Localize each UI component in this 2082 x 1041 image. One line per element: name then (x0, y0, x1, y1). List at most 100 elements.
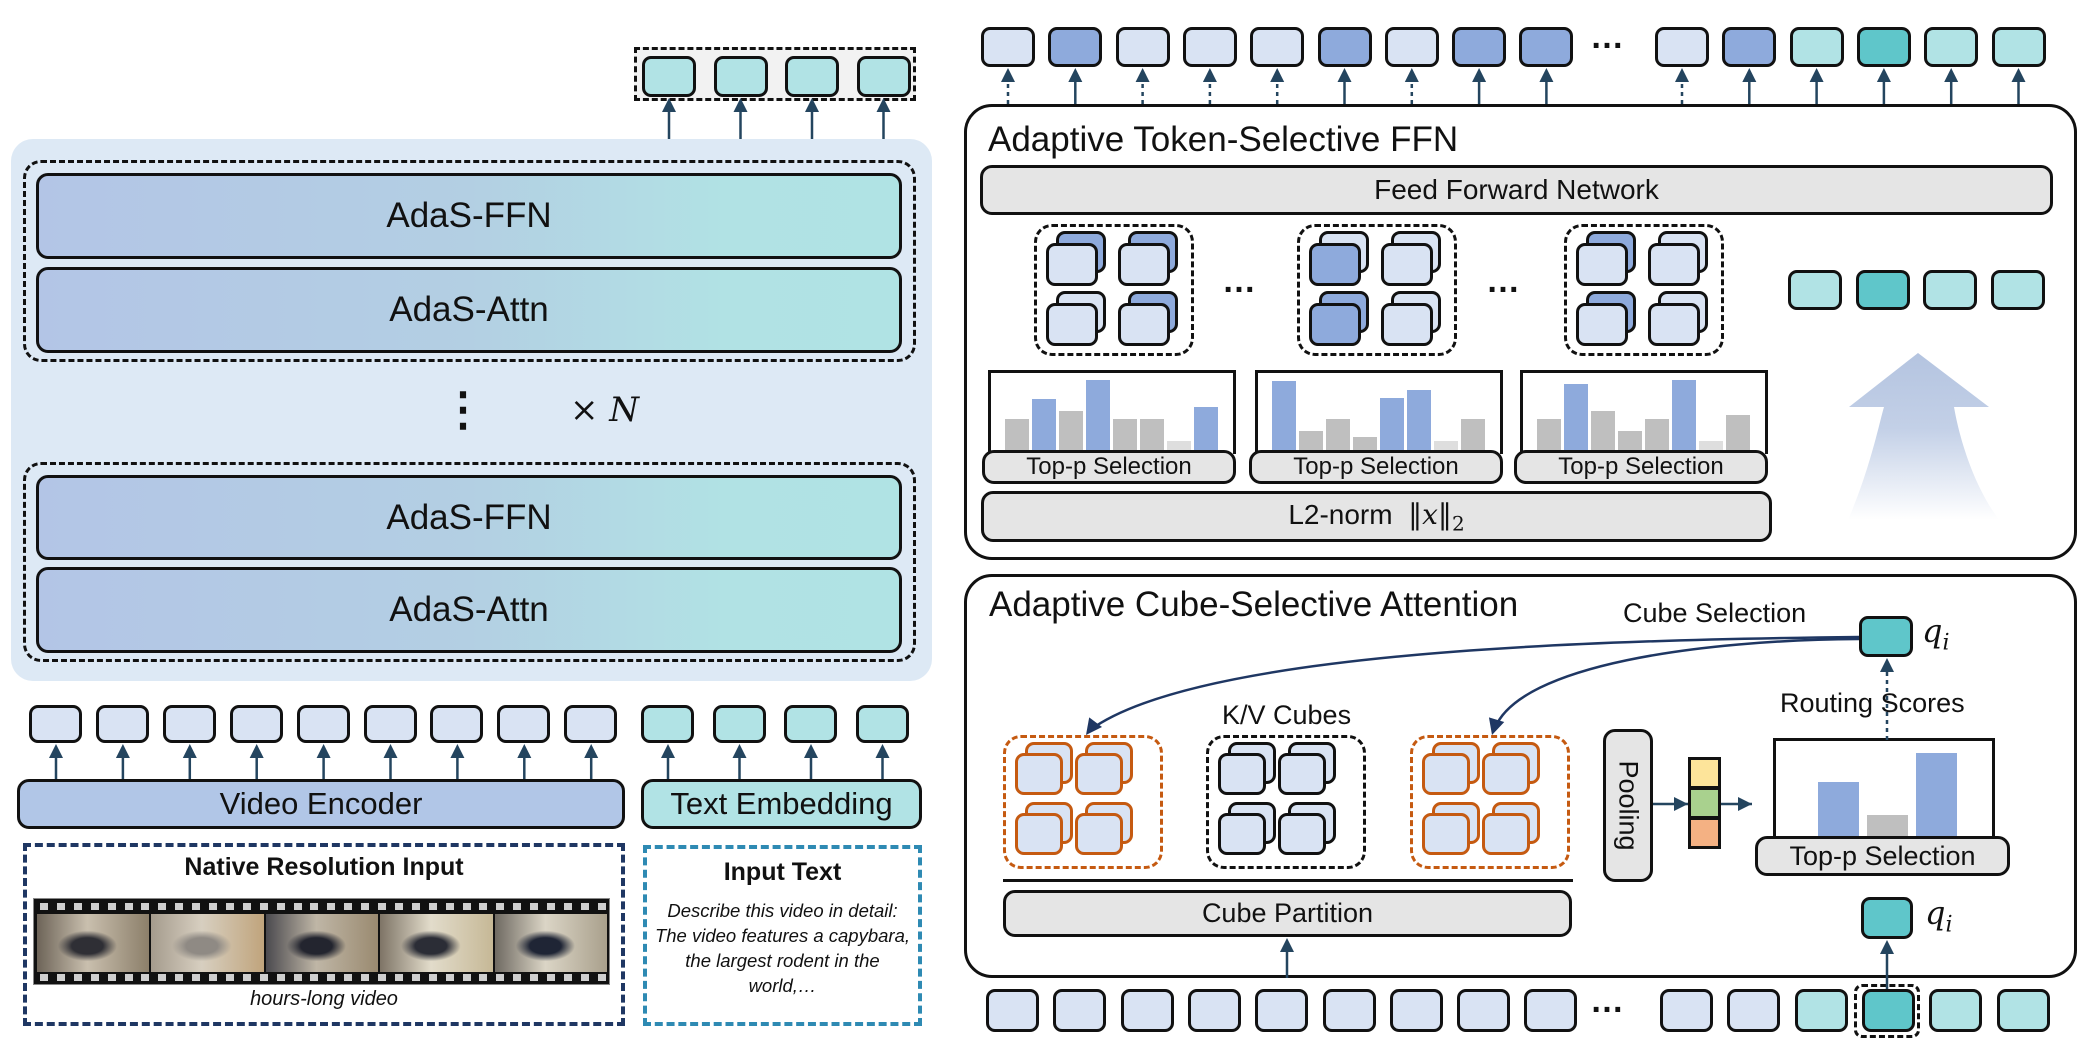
expert-cube-front[interactable] (1381, 243, 1433, 286)
pooling-block[interactable]: Pooling (1603, 729, 1653, 882)
adas-attn-block-top[interactable]: AdaS-Attn (36, 267, 902, 353)
cube-front[interactable] (1015, 813, 1063, 855)
expert-cube-front[interactable] (1118, 243, 1170, 286)
expert-cube-front[interactable] (1309, 303, 1361, 346)
ffn-output-token[interactable] (1722, 27, 1777, 67)
attention-input-token[interactable] (986, 989, 1039, 1032)
film-sprocket-hole (394, 974, 403, 981)
video-token[interactable] (29, 705, 82, 743)
video-token[interactable] (564, 705, 618, 743)
ffn-topp-selection-block[interactable]: Top-p Selection (1514, 450, 1768, 484)
film-sprocket-hole (209, 974, 217, 981)
cube-front[interactable] (1218, 813, 1266, 855)
ffn-output-token[interactable] (1856, 27, 1911, 67)
text-token[interactable] (712, 705, 766, 743)
attention-input-token[interactable] (1322, 989, 1376, 1032)
cube-front[interactable] (1422, 753, 1470, 795)
cube-front[interactable] (1015, 753, 1063, 795)
adas-attn-block-bottom[interactable]: AdaS-Attn (36, 567, 902, 653)
cube-front[interactable] (1075, 753, 1123, 795)
video-token[interactable] (363, 705, 417, 743)
text-token[interactable] (784, 705, 837, 743)
attention-input-token[interactable] (1457, 989, 1511, 1032)
ffn-selected-token[interactable] (1923, 270, 1977, 310)
ffn-output-token[interactable] (1048, 27, 1103, 67)
adas-ffn-block-top[interactable]: AdaS-FFN (36, 173, 902, 259)
video-token[interactable] (229, 705, 283, 743)
ffn-output-token[interactable] (1655, 27, 1709, 67)
output-token[interactable] (785, 56, 839, 97)
ffn-selected-token[interactable] (1990, 270, 2045, 310)
expert-cube-front[interactable] (1381, 303, 1433, 346)
attention-input-token[interactable] (1794, 989, 1848, 1032)
ffn-output-token[interactable] (1924, 27, 1979, 67)
output-token[interactable] (713, 56, 768, 97)
output-token[interactable] (856, 56, 911, 97)
attention-input-token[interactable] (1660, 989, 1713, 1032)
video-encoder-block[interactable]: Video Encoder (17, 779, 625, 829)
cube-front[interactable] (1075, 813, 1123, 855)
ffn-output-token[interactable] (1991, 27, 2046, 67)
text-token[interactable] (641, 705, 694, 743)
ffn-output-token[interactable] (1519, 27, 1574, 67)
ffn-topp-selection-block[interactable]: Top-p Selection (1249, 450, 1503, 484)
video-token[interactable] (95, 705, 149, 743)
attention-input-token[interactable] (1255, 989, 1309, 1032)
adas-ffn-block-bottom[interactable]: AdaS-FFN (36, 475, 902, 560)
text-embedding-block[interactable]: Text Embedding (641, 779, 922, 829)
cube-front[interactable] (1218, 753, 1266, 795)
attention-input-token[interactable] (1929, 989, 1983, 1032)
expert-cube-front[interactable] (1576, 303, 1628, 346)
video-token[interactable] (162, 705, 216, 743)
attention-input-token[interactable] (1389, 989, 1443, 1032)
expert-cube-front[interactable] (1648, 243, 1700, 286)
expert-cube-front[interactable] (1648, 303, 1700, 346)
query-token-bottom[interactable] (1861, 897, 1913, 939)
video-token[interactable] (430, 705, 484, 743)
text-token[interactable] (855, 705, 909, 743)
cube-front[interactable] (1482, 753, 1530, 795)
ffn-selected-token[interactable] (1855, 270, 1910, 310)
ffn-topp-chart-bar (1380, 397, 1404, 454)
feed-forward-network-block[interactable]: Feed Forward Network (980, 165, 2053, 215)
video-token[interactable] (497, 705, 551, 743)
l2-norm-block[interactable]: L2-norm ‖x‖2 (981, 491, 1772, 542)
cube-front[interactable] (1422, 813, 1470, 855)
ffn-panel-title: Adaptive Token-Selective FFN (988, 120, 1459, 159)
ffn-output-token[interactable] (1452, 27, 1507, 67)
attention-input-token[interactable] (1996, 989, 2050, 1032)
ffn-output-token[interactable] (1789, 27, 1844, 67)
attention-input-token[interactable] (1053, 989, 1107, 1032)
expert-cube-front[interactable] (1046, 303, 1098, 346)
cube-front[interactable] (1278, 753, 1326, 795)
pooled-vector-cell (1688, 817, 1721, 849)
cube-front[interactable] (1482, 813, 1530, 855)
expert-cube-front[interactable] (1309, 243, 1361, 286)
cube-front[interactable] (1278, 813, 1326, 855)
ffn-topp-chart-frame (988, 370, 1236, 454)
expert-cube-front[interactable] (1046, 243, 1098, 286)
output-token[interactable] (642, 56, 696, 97)
ffn-output-token[interactable] (1384, 27, 1439, 67)
attention-input-token[interactable] (1187, 989, 1241, 1032)
ffn-output-token[interactable] (1182, 27, 1237, 67)
expert-cube-front[interactable] (1118, 303, 1170, 346)
attention-input-token[interactable] (1524, 989, 1578, 1032)
cube-partition-block[interactable]: Cube Partition (1003, 890, 1572, 937)
ffn-output-arrow-head-icon (1135, 68, 1150, 82)
video-frame (151, 914, 264, 972)
ffn-output-token[interactable] (1317, 27, 1372, 67)
ffn-topp-selection-block[interactable]: Top-p Selection (982, 450, 1236, 484)
ffn-output-token[interactable] (981, 27, 1035, 67)
ffn-selected-token[interactable] (1788, 270, 1842, 310)
query-token-top[interactable] (1859, 616, 1913, 657)
query-source-token[interactable] (1861, 989, 1915, 1032)
ffn-output-token[interactable] (1250, 27, 1305, 67)
attention-input-token[interactable] (1120, 989, 1174, 1032)
routing-topp-selection-block[interactable]: Top-p Selection (1755, 836, 2010, 876)
video-token[interactable] (296, 705, 350, 743)
expert-cube-front[interactable] (1576, 243, 1628, 286)
ffn-output-token[interactable] (1115, 27, 1170, 67)
attention-input-token[interactable] (1727, 989, 1781, 1032)
video-film-strip[interactable] (33, 898, 610, 985)
